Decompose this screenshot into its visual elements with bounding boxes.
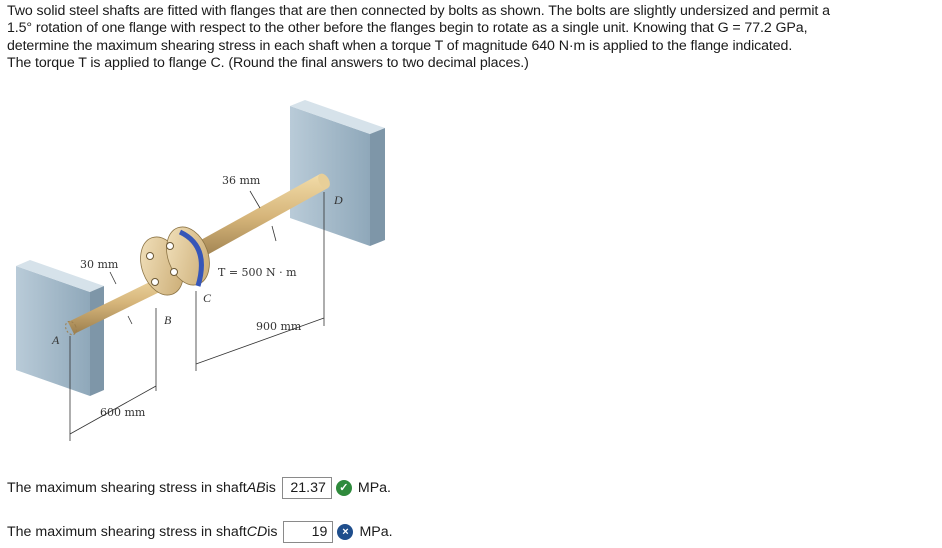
shaft-figure: 36 mm 30 mm T = 500 N · m 900 mm 600 mm … [16,100,385,441]
problem-line: Two solid steel shafts are fitted with f… [7,3,830,19]
problem-line: The torque T is applied to flange C. (Ro… [7,55,529,72]
dim-600-label: 600 mm [100,406,146,419]
answer-input-ab[interactable]: 21.37 [281,477,332,499]
cross-icon: × [337,524,354,540]
wall-d [290,100,385,246]
wall-a [16,260,104,396]
answer-row-cd: The maximum shearing stress in shaft CD … [7,521,393,543]
answer-shaft: AB [246,480,266,496]
problem-statement: Two solid steel shafts are fitted with f… [7,3,939,73]
label-d: D [333,193,343,207]
answer-input-cd[interactable]: 19 [283,521,334,543]
label-a: A [51,333,60,347]
answer-suffix: is [267,524,278,540]
answer-unit: MPa. [359,524,393,540]
shaft-ab [65,272,176,336]
answer-shaft: CD [246,524,268,540]
dim-36-label: 36 mm [222,174,261,187]
dimension-lines [69,190,325,441]
problem-line: 1.5° rotation of one flange with respect… [7,20,808,37]
label-c: C [203,291,212,305]
answer-prefix: The maximum shearing stress in shaft [7,524,247,540]
answer-suffix: is [265,480,276,496]
problem-line: determine the maximum shearing stress in… [7,37,793,54]
dim-30-label: 30 mm [80,258,119,271]
answer-row-ab: The maximum shearing stress in shaft AB … [7,477,391,499]
answer-unit: MPa. [357,480,392,496]
torque-label: T = 500 N · m [218,266,297,279]
answer-prefix: The maximum shearing stress in shaft [7,480,247,496]
label-b: B [164,313,172,327]
shaft-cd [190,173,330,260]
flanges [140,226,210,296]
check-icon: ✓ [335,480,352,496]
dim-900-label: 900 mm [256,320,302,333]
